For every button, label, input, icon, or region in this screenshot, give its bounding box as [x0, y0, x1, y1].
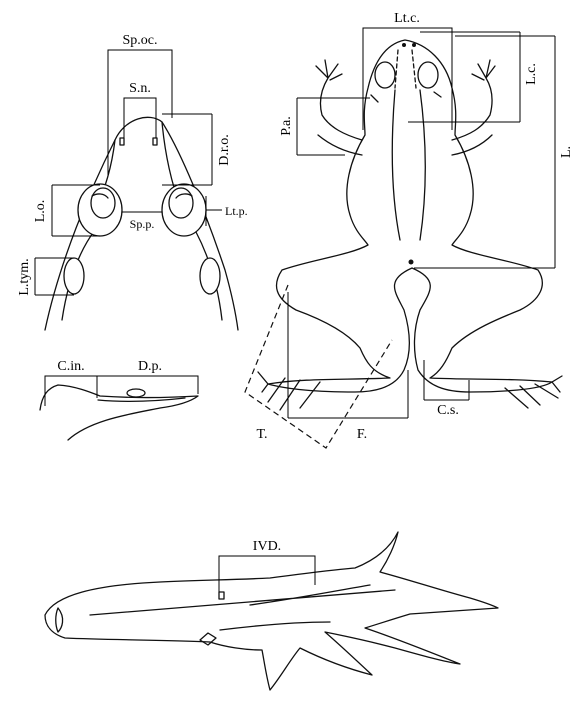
label-d-r-o: D.r.o.	[217, 134, 232, 166]
d-p-bracket	[97, 376, 198, 394]
label-c-s: C.s.	[437, 403, 459, 418]
frog-body-outline	[268, 40, 552, 392]
foot-panel: IVD.	[45, 532, 498, 690]
label-c-in: C.in.	[57, 359, 84, 374]
vent-dot	[409, 260, 414, 265]
left-tympanum	[64, 258, 84, 294]
eye-bulge	[127, 389, 145, 397]
snout-profile-panel: C.in. D.p.	[40, 359, 198, 440]
right-eye	[162, 184, 206, 236]
label-sp-oc: Sp.oc.	[123, 33, 158, 48]
label-d-p: D.p.	[138, 359, 162, 374]
c-in-bracket	[45, 376, 97, 406]
label-l-c: L.c.	[524, 63, 539, 85]
frog-right-eye	[418, 62, 438, 88]
sp-oc-bracket	[108, 50, 172, 175]
label-p-a: P.a.	[279, 116, 294, 135]
label-sp-p: Sp.p.	[130, 217, 155, 231]
label-ivd: IVD.	[253, 539, 281, 554]
snout-profile-outline	[40, 385, 198, 440]
head-dorsal-panel: Sp.oc. S.n. D.r.o. L.o. Sp.p. Lt.p. L.ty…	[17, 33, 248, 330]
left-eye	[78, 184, 122, 236]
left-nostril-dot	[402, 43, 406, 47]
right-tympanum	[200, 258, 220, 294]
frog-left-eye	[375, 62, 395, 88]
label-lt-p: Lt.p.	[225, 204, 248, 218]
label-t: T.	[256, 427, 267, 442]
snout-lower-jaw	[98, 398, 185, 401]
label-f: F.	[357, 427, 367, 442]
label-lt-c: Lt.c.	[394, 11, 420, 26]
frog-dorsal-panel: Lt.c. L.c. P.a. L. C.s. F. T.	[245, 11, 574, 448]
label-l-tym: L.tym.	[17, 258, 32, 295]
d-r-o-bracket	[162, 114, 212, 185]
label-l-o: L.o.	[33, 200, 48, 223]
label-s-n: S.n.	[129, 81, 151, 96]
left-nostril	[120, 138, 124, 145]
right-nostril	[153, 138, 157, 145]
right-nostril-dot	[412, 43, 416, 47]
label-l-body: L.	[559, 146, 574, 158]
left-forelimb	[316, 60, 362, 155]
